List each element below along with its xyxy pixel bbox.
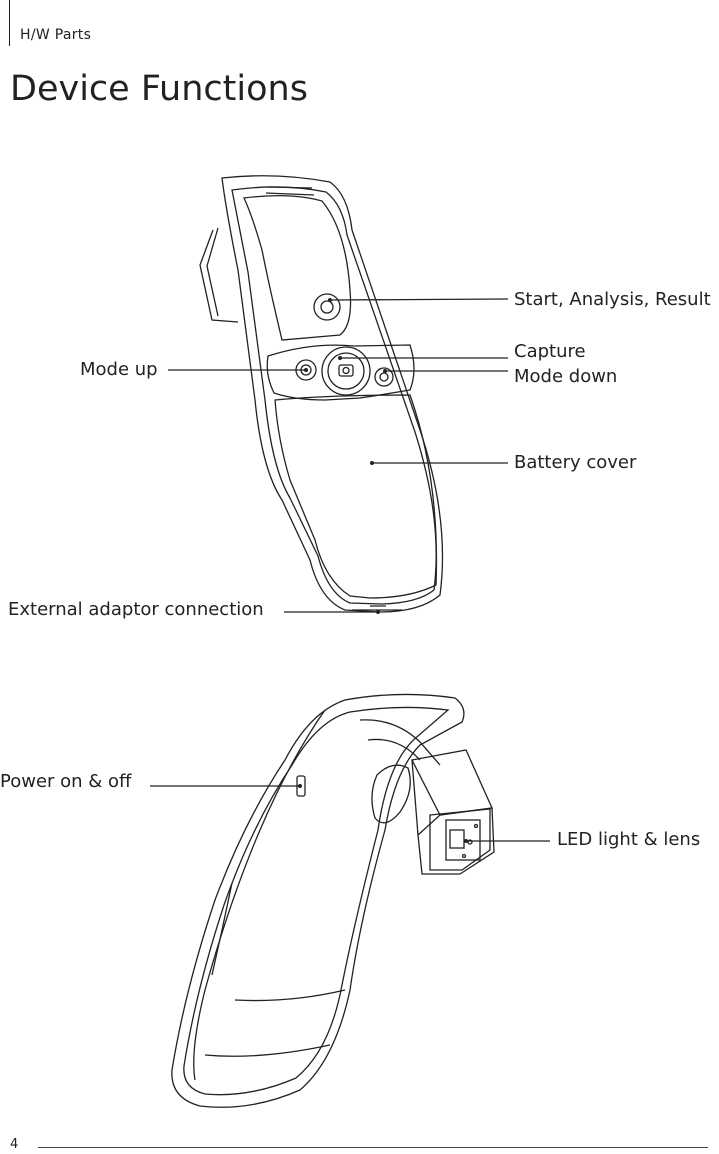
external-adaptor-label: External adaptor connection [8,599,264,620]
power-label: Power on & off [0,771,132,792]
footer-rule [38,1147,708,1148]
device-back-illustration [150,693,550,1108]
mode-down-label: Mode down [514,366,618,387]
header-rule [9,0,10,46]
page-number: 4 [10,1137,19,1152]
battery-cover-label: Battery cover [514,452,637,473]
mode-up-label: Mode up [80,359,158,380]
led-light-lens-label: LED light & lens [557,829,701,850]
capture-label: Capture [514,341,586,362]
section-label: H/W Parts [20,27,92,43]
start-analysis-result-label: Start, Analysis, Result [514,289,711,310]
device-front-illustration [168,175,509,614]
page-title: Device Functions [10,69,308,109]
